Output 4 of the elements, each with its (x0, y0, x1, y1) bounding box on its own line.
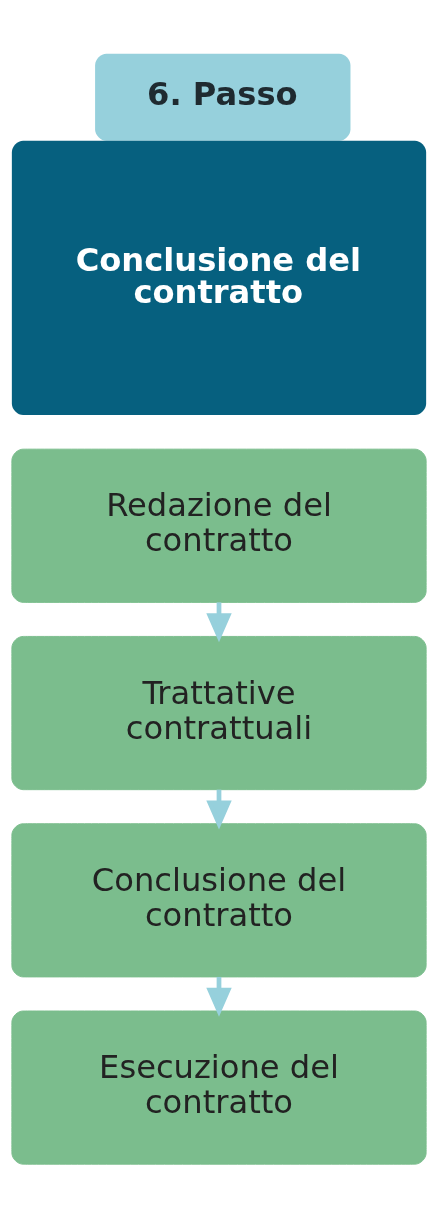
node-box: Esecuzione del contratto (11, 1010, 427, 1165)
node-box: Redazione del contratto (11, 448, 427, 603)
node-box: Trattative contrattuali (11, 635, 427, 791)
node-box: Conclusione del contratto (11, 823, 427, 978)
